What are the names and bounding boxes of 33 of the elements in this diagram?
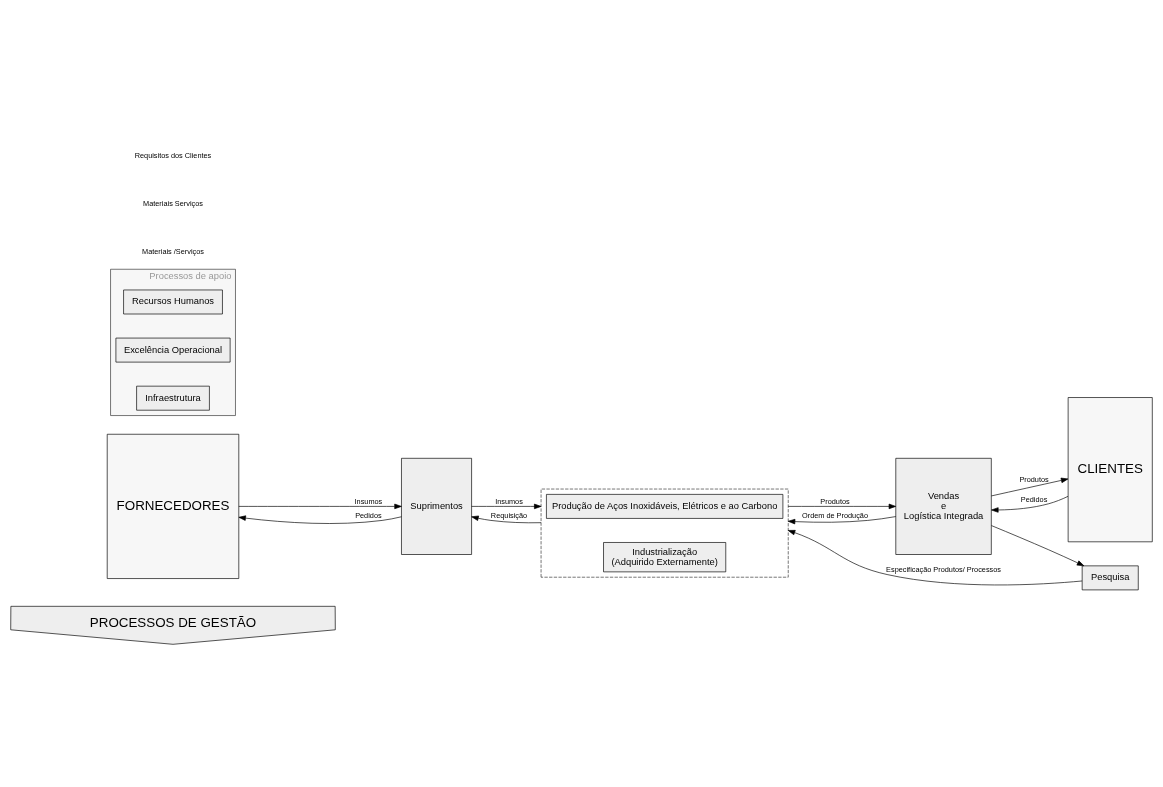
arrow (991, 495, 1069, 513)
node-box: Produção de Aços Inoxidáveis, Elétricos e ao Carbono (546, 493, 784, 519)
node-box: Industrialização (Adquirido Externamente) (603, 541, 727, 572)
arrow (471, 503, 542, 509)
node-box: CLIENTES (1067, 396, 1153, 542)
node-box: Pesquisa (1081, 565, 1139, 590)
arrow (787, 503, 897, 509)
edge-label: Pedidos (1020, 494, 1048, 504)
node-box: Recursos Humanos (123, 289, 223, 314)
node-box: Suprimentos (401, 457, 472, 555)
edge-label: Ordem de Produção (802, 510, 868, 520)
edge-label: Insumos (495, 496, 523, 506)
edge-label: Produtos (820, 496, 850, 506)
cluster (540, 488, 789, 578)
node-box: FORNECEDORES (106, 433, 240, 579)
label: Requisitos dos Clientes (134, 150, 212, 160)
arrow (787, 515, 897, 524)
edge-label: Insumos (354, 496, 383, 506)
node-box: Infraestrutura (136, 385, 210, 411)
arrow (991, 477, 1069, 496)
edge-label: Pedidos (355, 510, 382, 520)
arrow (991, 524, 1085, 566)
arrow (238, 514, 402, 524)
arrow (787, 529, 1083, 585)
node-box: Excelência Operacional (115, 337, 231, 362)
arrow (471, 515, 542, 523)
edge-label: Requisição (490, 510, 528, 520)
label: Materiais /Serviços (142, 246, 204, 256)
edge-label: Produtos (1019, 474, 1049, 484)
arrow (238, 503, 402, 509)
edge-label: Especificação Produtos/ Processos (886, 564, 1001, 574)
label: Materiais Serviços (143, 198, 203, 208)
node-box: Vendas e Logística Integrada (895, 457, 992, 555)
